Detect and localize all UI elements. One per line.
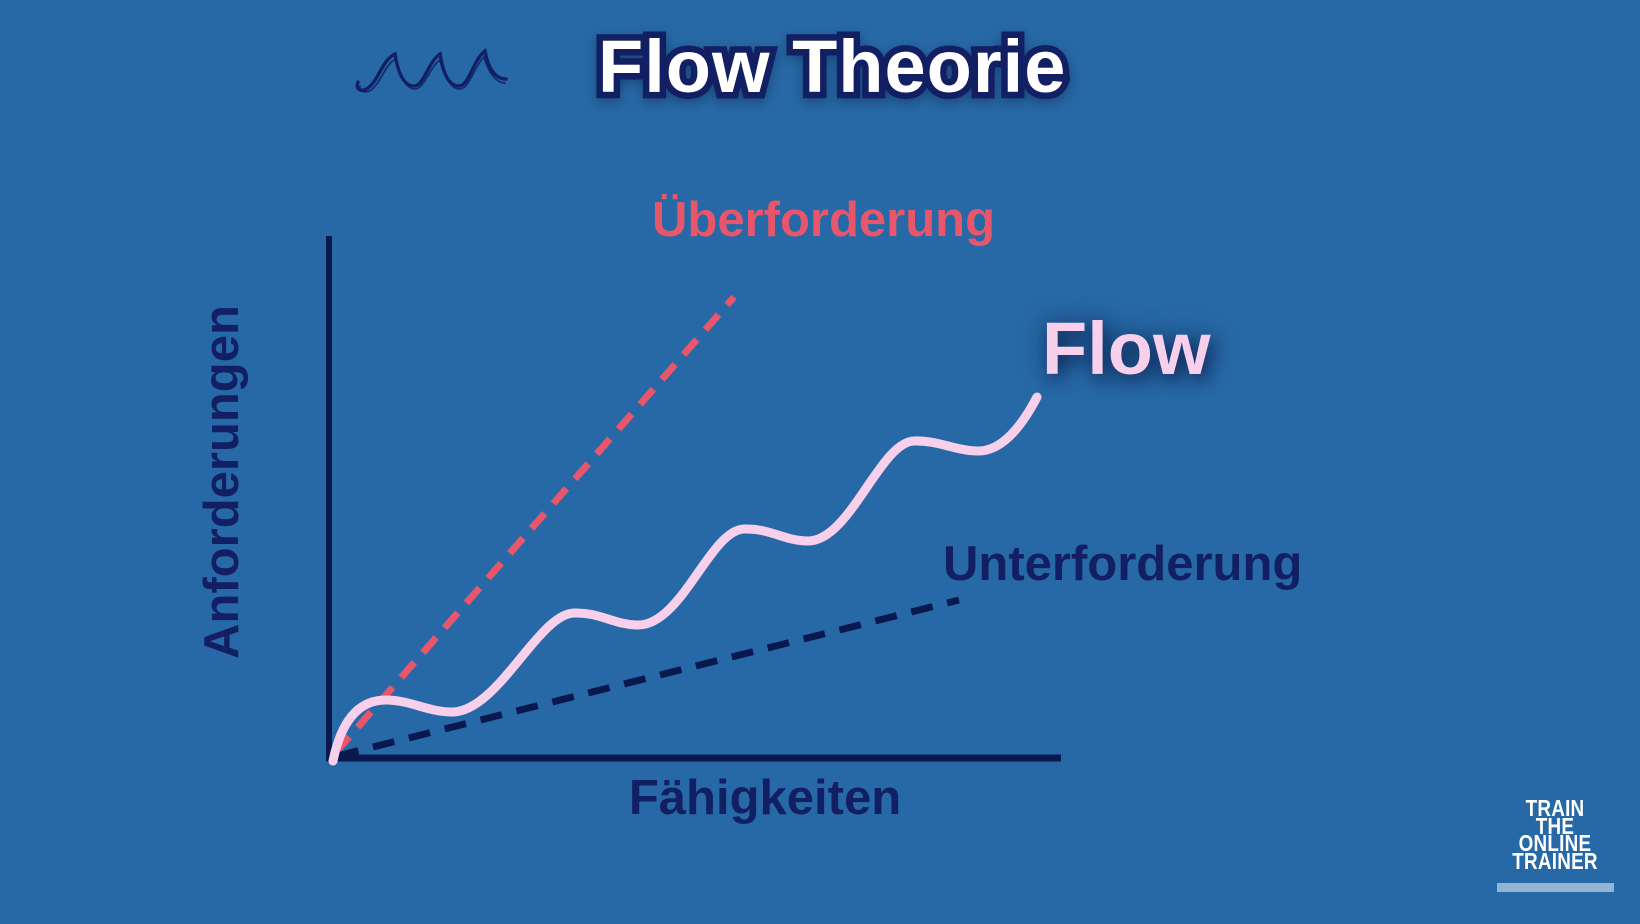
flow-label: Flow bbox=[1042, 307, 1211, 390]
x-axis-label: Fähigkeiten bbox=[628, 771, 902, 825]
brand-logo: TRAIN THE ONLINE TRAINER bbox=[1492, 795, 1618, 893]
page-title-outline: Flow Theorie bbox=[591, 19, 1071, 115]
logo-line-1: TRAIN bbox=[1525, 795, 1585, 821]
overload-label: Überforderung bbox=[652, 193, 995, 247]
flow-curve bbox=[328, 392, 1042, 766]
underload-line bbox=[336, 596, 960, 760]
logo-line-2: THE bbox=[1535, 812, 1575, 839]
logo-line-3: ONLINE bbox=[1518, 830, 1592, 857]
y-axis-label: Anforderungen bbox=[195, 305, 249, 659]
page-title-text: Flow Theorie bbox=[598, 25, 1067, 108]
underload-label: Unterforderung bbox=[943, 537, 1303, 591]
logo-underline-bar bbox=[1496, 883, 1614, 893]
wave-squiggle-icon bbox=[355, 47, 508, 93]
logo-line-4: TRAINER bbox=[1512, 847, 1598, 874]
overload-line bbox=[333, 294, 737, 755]
